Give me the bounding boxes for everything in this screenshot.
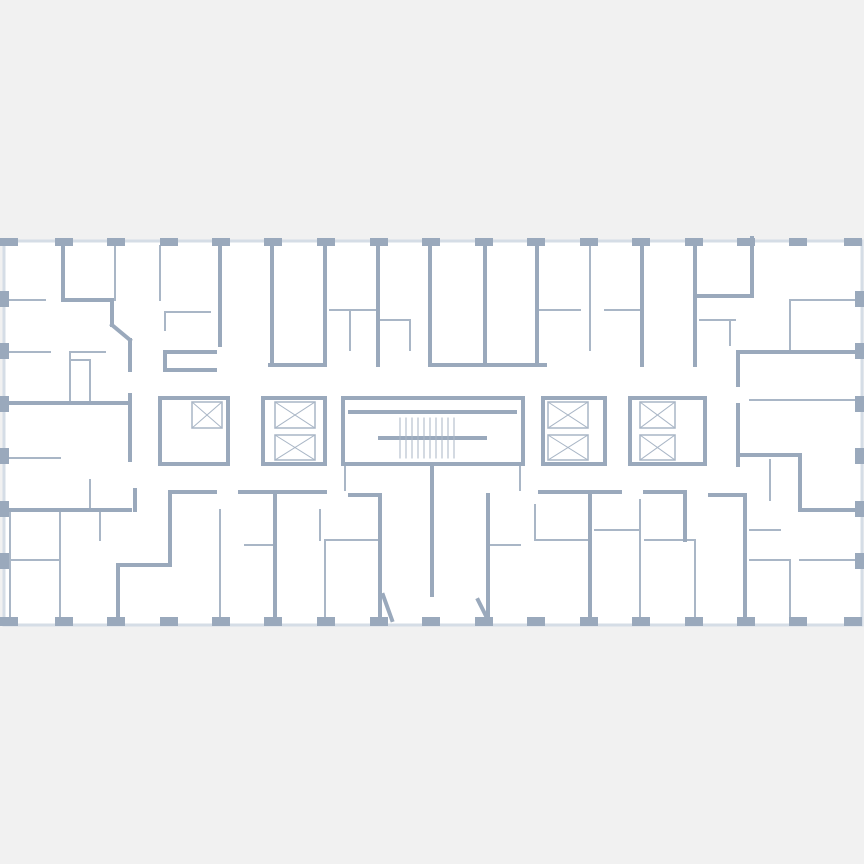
column [0,617,18,626]
columns [0,238,864,626]
shaft-cross [639,434,676,461]
elevator-block [628,396,707,466]
column [212,238,230,246]
shaft-cross [639,401,676,429]
elevator-block [541,396,607,466]
column [0,343,9,359]
column [370,238,388,246]
column [580,617,598,626]
elevator-shaft [639,434,676,461]
elevator-block [158,396,230,466]
column [475,238,493,246]
column [317,617,335,626]
column [632,617,650,626]
column [212,617,230,626]
column [422,238,440,246]
column [737,238,755,246]
column [0,448,9,464]
shaft-cross [547,434,589,461]
partition-walls [9,245,856,621]
column [527,238,545,246]
wall [380,592,395,623]
column [527,617,545,626]
column [370,617,388,626]
elevator-shaft [274,401,316,429]
column [685,617,703,626]
column [855,448,864,464]
column [264,238,282,246]
column [264,617,282,626]
elevator-shaft [547,434,589,461]
shaft-cross [274,401,316,429]
shaft-cross [547,401,589,429]
column [0,501,9,517]
building-core [158,396,707,466]
column [55,238,73,246]
elevator-shaft [547,401,589,429]
column [317,238,335,246]
column [0,396,9,412]
column [475,617,493,626]
column [0,238,18,246]
wall [109,322,133,343]
shaft-cross [191,401,223,429]
column [685,238,703,246]
column [0,553,9,569]
column [737,617,755,626]
column [55,617,73,626]
column [855,501,864,517]
column [855,291,864,307]
column [422,617,440,626]
column [844,617,862,626]
column [789,617,807,626]
structural-walls [8,236,857,623]
elevator-shaft [639,401,676,429]
column [0,291,9,307]
column [107,617,125,626]
column [855,343,864,359]
column [855,553,864,569]
elevator-shaft [274,434,316,461]
column [107,238,125,246]
elevator-shaft [191,401,223,429]
column [844,238,862,246]
elevator-block [261,396,327,466]
column [160,238,178,246]
shaft-cross [274,434,316,461]
column [789,238,807,246]
column [855,396,864,412]
column [160,617,178,626]
column [580,238,598,246]
column [632,238,650,246]
